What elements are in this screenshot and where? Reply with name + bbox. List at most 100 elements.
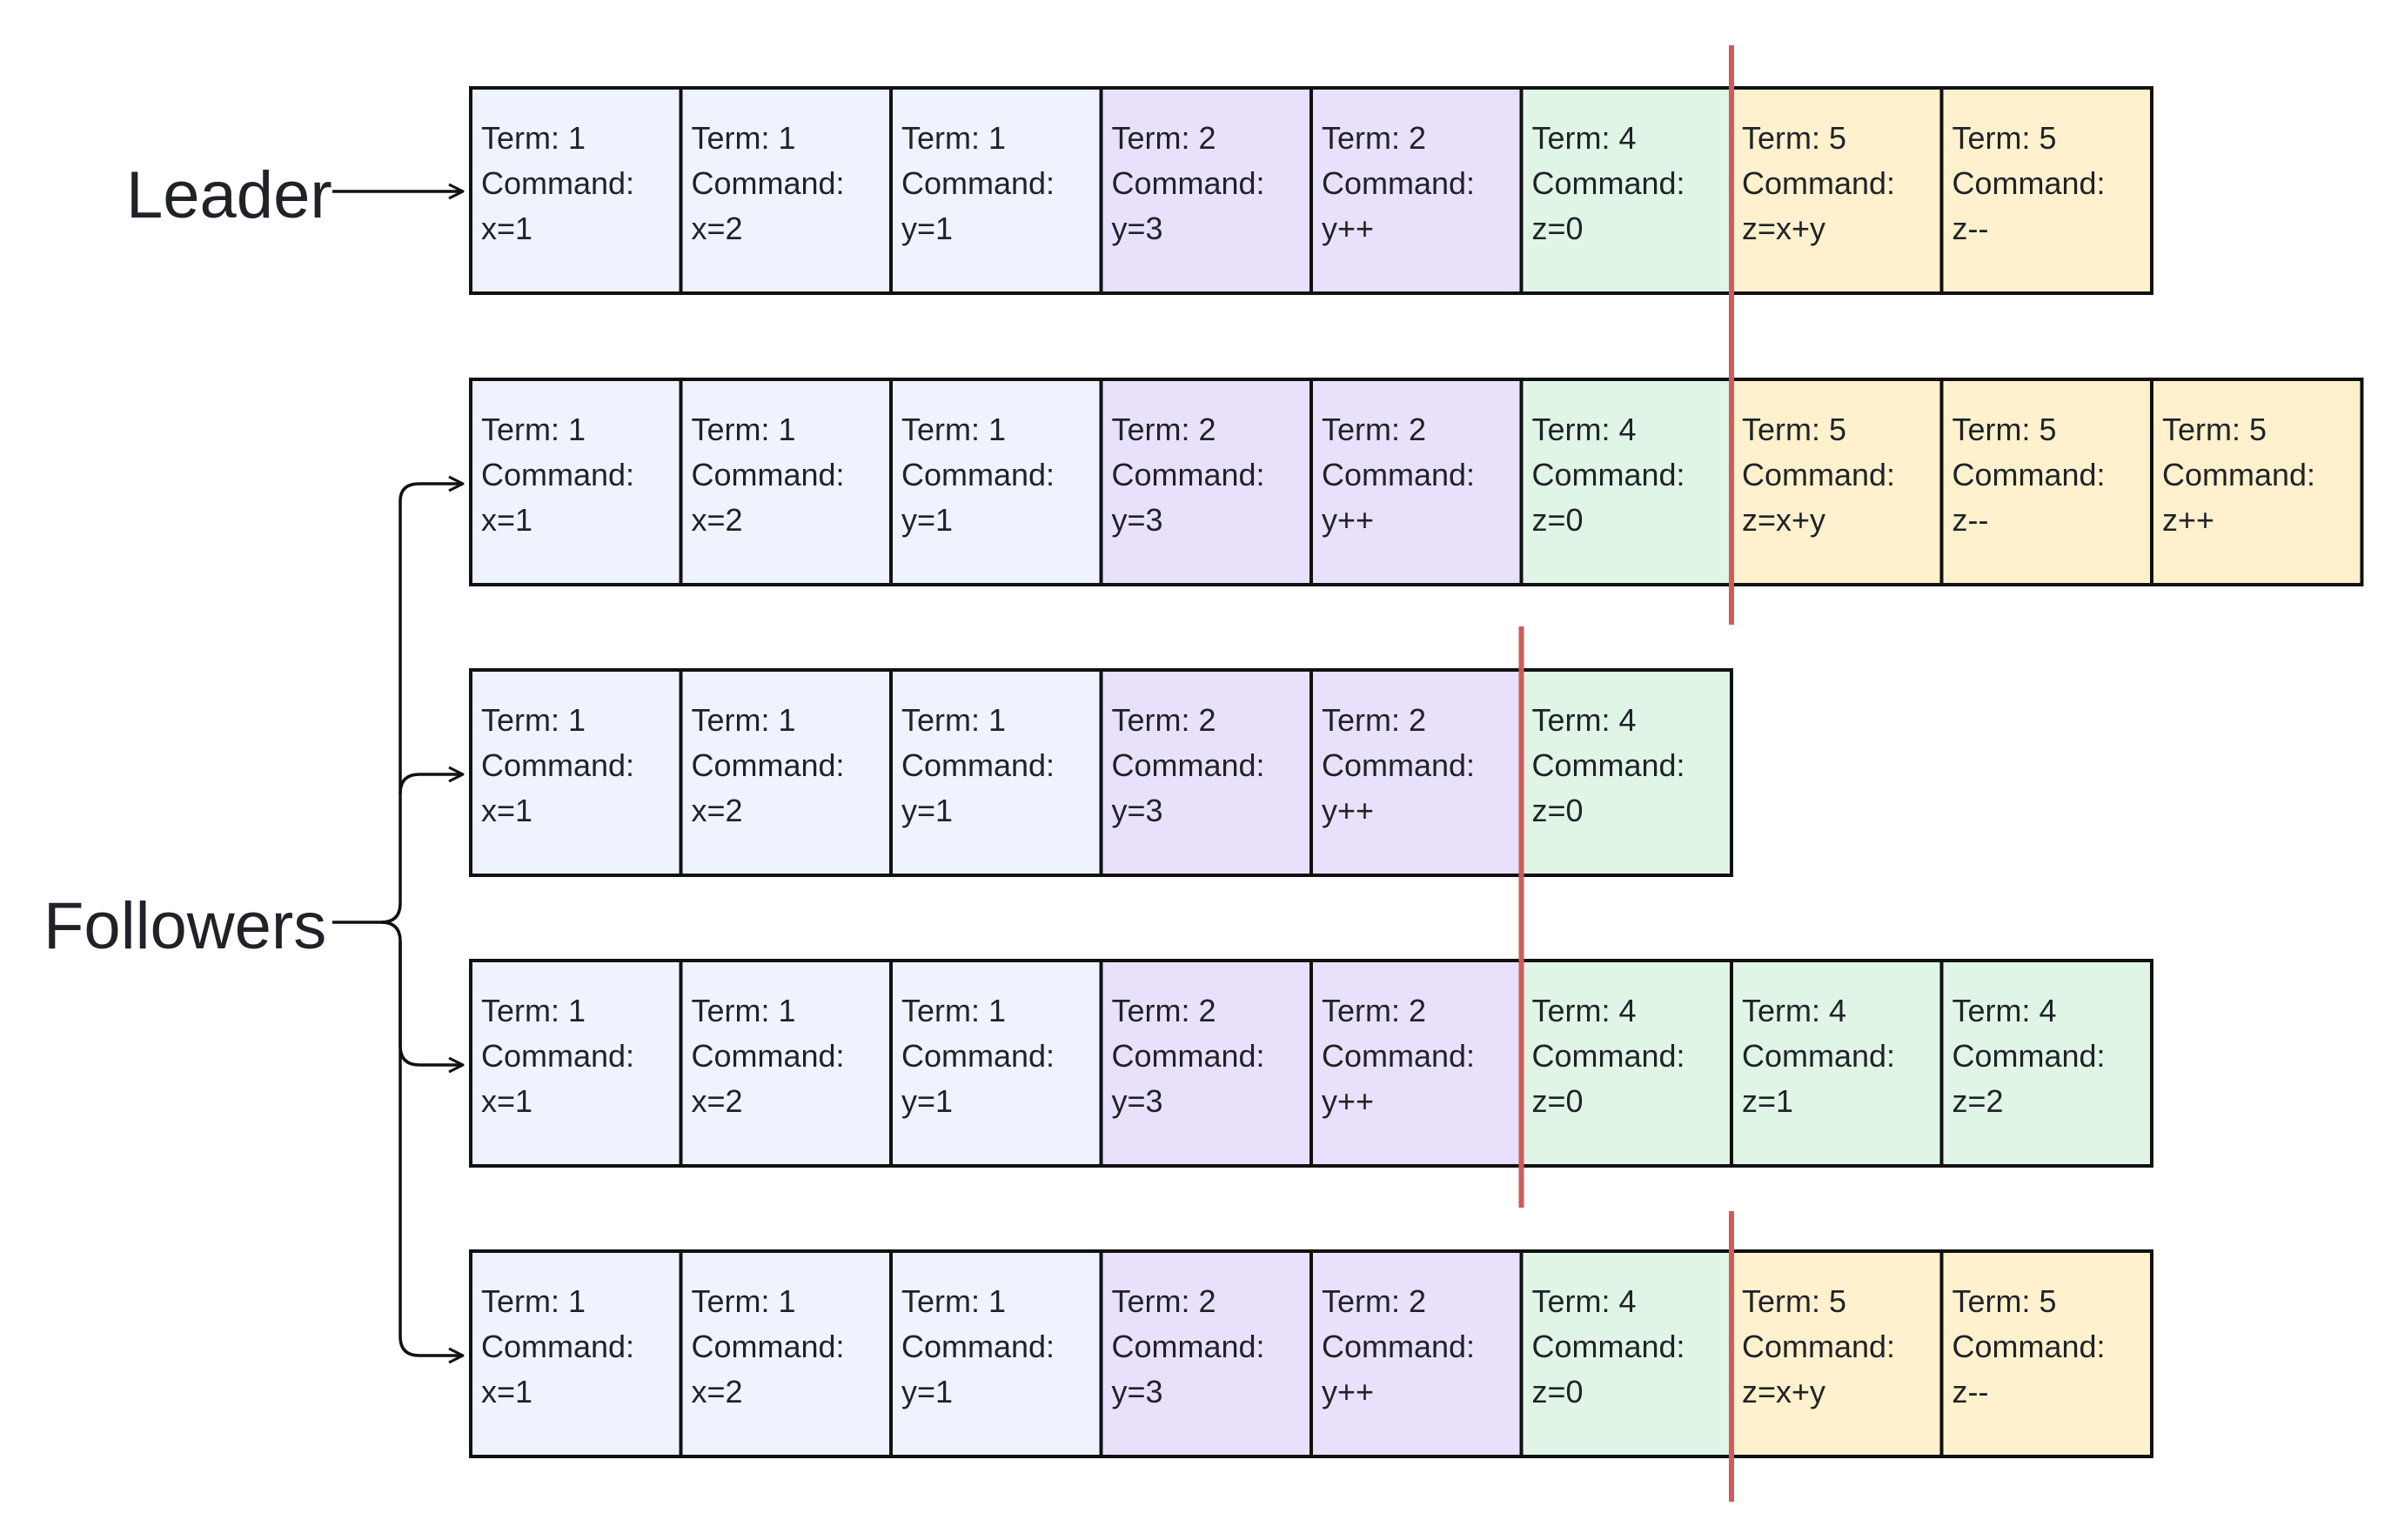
log-entry-term: Term: 4 (1742, 993, 1846, 1028)
log-entry-command: y=3 (1112, 1083, 1163, 1119)
log-entry-box (1099, 378, 1313, 586)
log-entry-term: Term: 2 (1112, 702, 1216, 738)
log-entry-term: Term: 1 (692, 993, 796, 1028)
log-entry-command: z=x+y (1742, 211, 1825, 246)
log-entry-term: Term: 1 (901, 120, 1006, 156)
log-entry-term: Term: 1 (901, 1283, 1006, 1319)
log-entry-term: Term: 1 (481, 702, 586, 738)
log-entry-command-label: Command: (692, 1329, 845, 1364)
log-entry-box (1939, 378, 2153, 586)
log-entry-command: y++ (1322, 1374, 1374, 1409)
log-entry-term: Term: 2 (1112, 1283, 1216, 1319)
followers-label: Followers (44, 889, 326, 963)
log-entry-box (889, 668, 1103, 877)
log-entry-command: z=0 (1532, 502, 1584, 538)
log-entry-term: Term: 4 (1532, 1283, 1637, 1319)
log-entry-command-label: Command: (901, 1329, 1055, 1364)
log-entry-command-label: Command: (692, 747, 845, 783)
log-entry-box (1939, 86, 2153, 295)
log-entry-command: y=1 (901, 211, 953, 246)
log-entry-command-label: Command: (1112, 1329, 1265, 1364)
leader-label: Leader (126, 158, 332, 232)
log-entry-box (1519, 378, 1733, 586)
log-entry-box (679, 1249, 893, 1458)
log-entry-command-label: Command: (1952, 165, 2106, 201)
log-entry-command-label: Command: (1742, 1329, 1895, 1364)
log-entry-box (1519, 1249, 1733, 1458)
log-entry-command: z=2 (1952, 1083, 2004, 1119)
log-entry-term: Term: 4 (1532, 412, 1637, 447)
log-entry-box (1519, 668, 1733, 877)
log-entry-command: x=2 (692, 1374, 743, 1409)
followers-bracket (332, 475, 465, 1364)
log-entry-command: z=1 (1742, 1083, 1793, 1119)
log-entry-term: Term: 2 (1322, 120, 1426, 156)
log-entry-command-label: Command: (481, 1329, 634, 1364)
log-entry-command: z-- (1952, 502, 1989, 538)
log-entry-command-label: Command: (481, 457, 634, 492)
log-entry-command: y=3 (1112, 211, 1163, 246)
log-entry-box (889, 378, 1103, 586)
log-entry-command: x=1 (481, 1374, 532, 1409)
log-entry-command: y++ (1322, 211, 1374, 246)
log-entry-box (469, 668, 683, 877)
log-entry-box (1939, 1249, 2153, 1458)
log-entry-term: Term: 1 (692, 120, 796, 156)
log-entry-box (1099, 1249, 1313, 1458)
log-entry-command: z-- (1952, 1374, 1989, 1409)
log-entry-term: Term: 1 (901, 412, 1006, 447)
log-entry-term: Term: 5 (1742, 120, 1846, 156)
log-entry-command: z++ (2162, 502, 2214, 538)
log-entry-term: Term: 1 (901, 993, 1006, 1028)
log-entry-term: Term: 2 (1112, 412, 1216, 447)
log-entry-command-label: Command: (1112, 165, 1265, 201)
commit-dividers (1518, 45, 1734, 1502)
log-entry-command-label: Command: (481, 1038, 634, 1074)
log-entry-term: Term: 2 (1322, 1283, 1426, 1319)
log-entry-command-label: Command: (1112, 457, 1265, 492)
log-entry-term: Term: 4 (1532, 120, 1637, 156)
log-entry-box (2150, 378, 2364, 586)
log-entry-command: z-- (1952, 211, 1989, 246)
log-entry-command: x=2 (692, 211, 743, 246)
log-entry-command-label: Command: (481, 747, 634, 783)
log-entry-box (1730, 959, 1944, 1168)
log-entry-term: Term: 1 (481, 120, 586, 156)
log-entry-command: y=3 (1112, 793, 1163, 828)
log-entry-command-label: Command: (1952, 1329, 2106, 1364)
log-entry-box (1309, 959, 1524, 1168)
log-entry-box (1939, 959, 2153, 1168)
log-entry-command-label: Command: (1742, 1038, 1895, 1074)
log-entry-term: Term: 5 (2162, 412, 2267, 447)
log-entry-command-label: Command: (692, 457, 845, 492)
log-entry-box (1099, 668, 1313, 877)
log-entry-term: Term: 5 (1742, 412, 1846, 447)
log-entry-term: Term: 2 (1322, 993, 1426, 1028)
log-entry-command-label: Command: (692, 165, 845, 201)
